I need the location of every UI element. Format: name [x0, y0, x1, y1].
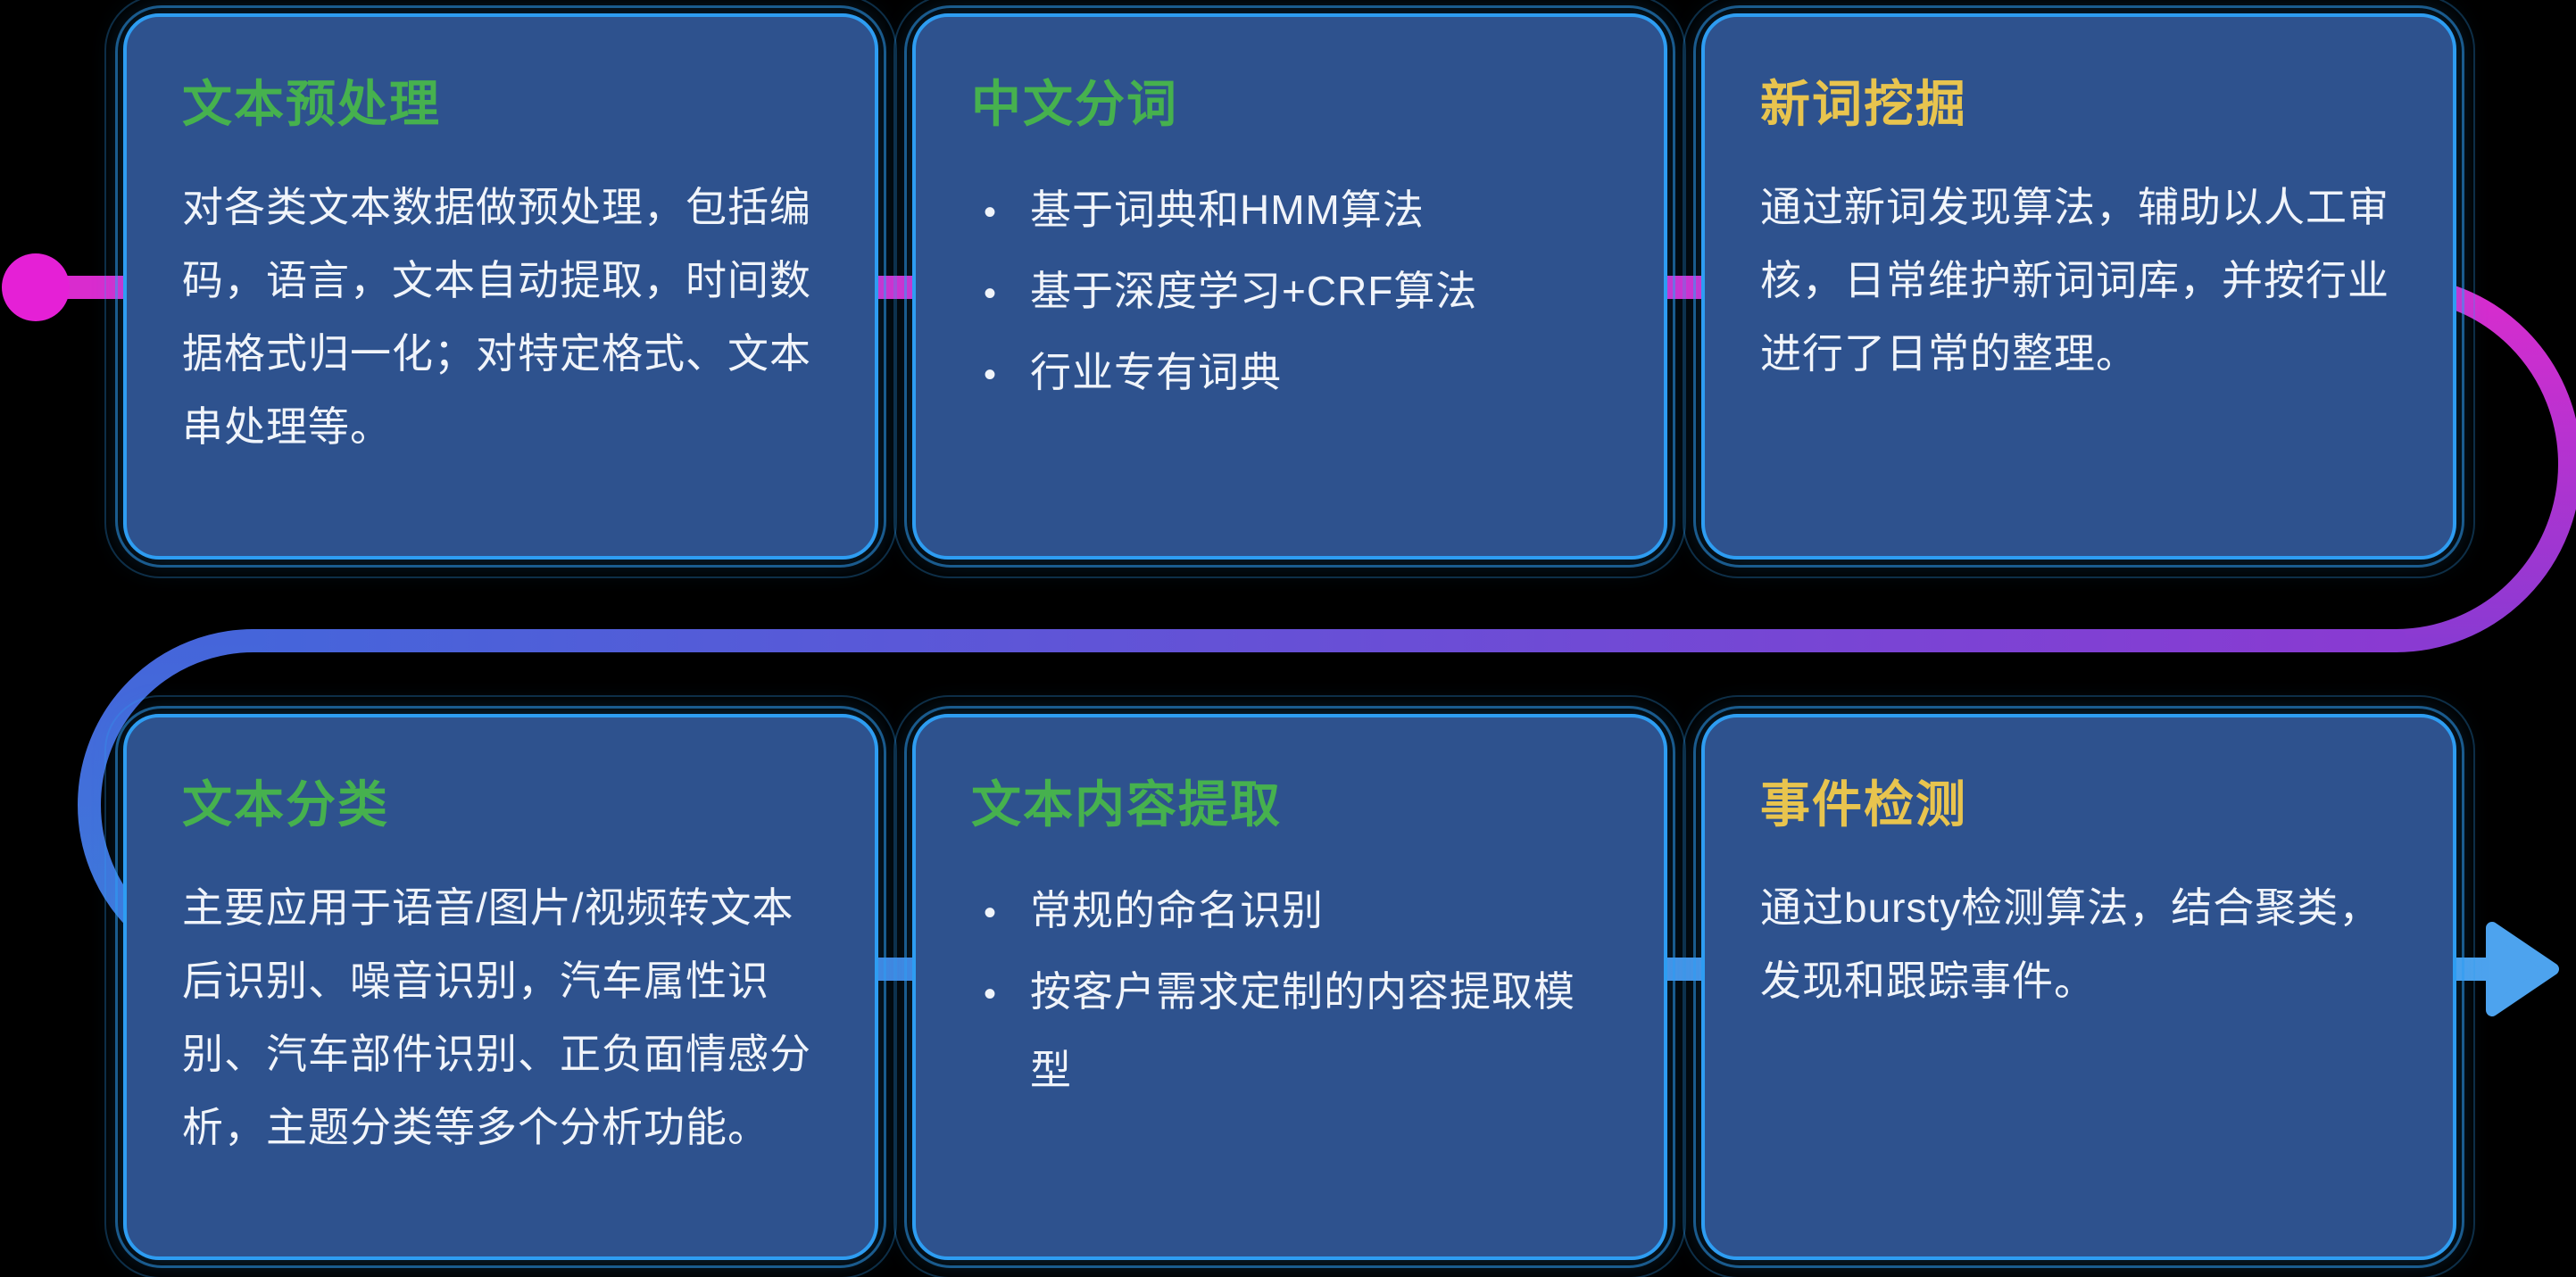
flow-curve-right — [2384, 276, 2576, 652]
card-title: 中文分词 — [971, 76, 1178, 132]
bullet-item: 常规的命名识别 — [971, 871, 1608, 952]
bullet-item: 按客户需求定制的内容提取模型 — [971, 952, 1608, 1109]
bullet-text: 基于深度学习+CRF算法 — [1030, 268, 1478, 315]
cards-row-top: 文本预处理 对各类文本数据做预处理，包括编码，语言，文本自动提取，时间数据格式归… — [104, 0, 2475, 578]
card-bullets: 基于词典和HMM算法 基于深度学习+CRF算法 行业专有词典 — [971, 170, 1608, 414]
card-event-detection: 事件检测 通过bursty检测算法，结合聚类，发现和跟踪事件。 — [1683, 695, 2475, 1277]
bullet-item: 基于词典和HMM算法 — [971, 170, 1608, 252]
bullet-text: 行业专有词典 — [1030, 349, 1282, 396]
card-body: 通过新词发现算法，辅助以人工审核，日常维护新词词库，并按行业进行了日常的整理。 — [1760, 184, 2389, 377]
card-title: 文本内容提取 — [971, 776, 1282, 833]
cards-row-bottom: 文本分类 主要应用于语音/图片/视频转文本后识别、噪音识别，汽车属性识别、汽车部… — [104, 695, 2475, 1277]
card-text-preprocessing: 文本预处理 对各类文本数据做预处理，包括编码，语言，文本自动提取，时间数据格式归… — [104, 0, 897, 578]
bullet-text: 常规的命名识别 — [1030, 887, 1324, 934]
card-title: 事件检测 — [1760, 776, 1967, 833]
card-new-word-mining: 新词挖掘 通过新词发现算法，辅助以人工审核，日常维护新词词库，并按行业进行了日常… — [1683, 0, 2475, 578]
bullet-item: 基于深度学习+CRF算法 — [971, 252, 1608, 333]
card-bullets: 常规的命名识别 按客户需求定制的内容提取模型 — [971, 871, 1608, 1109]
bullet-text: 基于词典和HMM算法 — [1030, 187, 1425, 234]
card-body: 通过bursty检测算法，结合聚类，发现和跟踪事件。 — [1760, 884, 2381, 1005]
card-body: 对各类文本数据做预处理，包括编码，语言，文本自动提取，时间数据格式归一化；对特定… — [182, 184, 811, 451]
card-title: 文本分类 — [182, 776, 389, 833]
card-title: 新词挖掘 — [1760, 76, 1967, 132]
card-title: 文本预处理 — [182, 76, 441, 132]
arrow-right-icon — [2486, 922, 2559, 1016]
start-dot-icon — [2, 253, 70, 321]
card-body: 主要应用于语音/图片/视频转文本后识别、噪音识别，汽车属性识别、汽车部件识别、正… — [182, 884, 811, 1151]
bullet-item: 行业专有词典 — [971, 333, 1608, 414]
card-chinese-word-segmentation: 中文分词 基于词典和HMM算法 基于深度学习+CRF算法 行业专有词典 — [893, 0, 1686, 578]
card-text-content-extraction: 文本内容提取 常规的命名识别 按客户需求定制的内容提取模型 — [893, 695, 1686, 1277]
card-text-classification: 文本分类 主要应用于语音/图片/视频转文本后识别、噪音识别，汽车属性识别、汽车部… — [104, 695, 897, 1277]
bullet-text: 按客户需求定制的内容提取模型 — [1030, 968, 1575, 1094]
